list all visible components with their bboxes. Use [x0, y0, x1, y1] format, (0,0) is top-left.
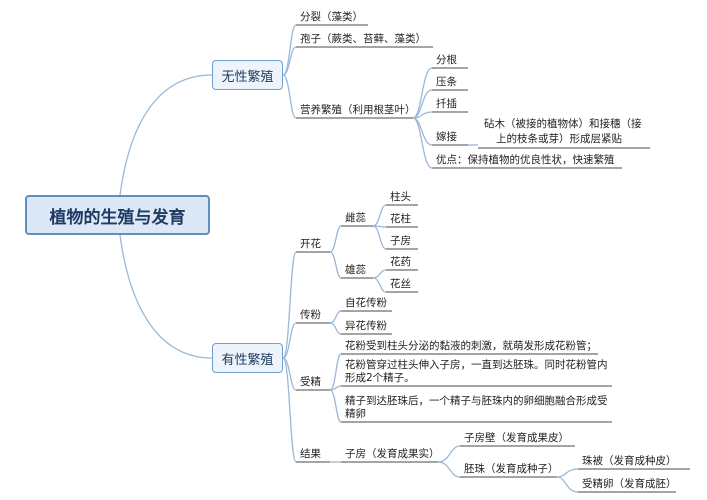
cross-pollination-node[interactable]: 异花传粉	[345, 320, 387, 332]
grafting-node[interactable]: 嫁接	[436, 131, 457, 143]
ovary-fruit-node[interactable]: 子房（发育成果实）	[345, 448, 440, 460]
advantage-node[interactable]: 优点：保持植物的优良性状，快速繁殖	[436, 154, 615, 166]
vegetative-node[interactable]: 营养繁殖（利用根茎叶）	[300, 104, 416, 116]
fission-node[interactable]: 分裂（藻类）	[300, 11, 363, 23]
fertilization-step3-line1[interactable]: 精子到达胚珠后，一个精子与胚珠内的卵细胞融合形成受	[345, 395, 608, 407]
sexual-reproduction-node[interactable]: 有性繁殖	[212, 343, 283, 373]
stigma-node[interactable]: 柱头	[390, 191, 411, 203]
root-node[interactable]: 植物的生殖与发育	[25, 195, 210, 235]
fertilization-node[interactable]: 受精	[300, 376, 321, 388]
pollination-node[interactable]: 传粉	[300, 309, 321, 321]
integument-node[interactable]: 珠被（发育成种皮）	[582, 455, 677, 467]
cutting-node[interactable]: 扦插	[436, 98, 457, 110]
asexual-reproduction-node[interactable]: 无性繁殖	[212, 60, 283, 90]
flowering-node[interactable]: 开花	[300, 238, 321, 250]
style-node[interactable]: 花柱	[390, 213, 411, 225]
pistil-node[interactable]: 雌蕊	[345, 212, 366, 224]
ovary-wall-node[interactable]: 子房壁（发育成果皮）	[464, 432, 569, 444]
fertilization-step2-line1[interactable]: 花粉管穿过柱头伸入子房，一直到达胚珠。同时花粉管内	[345, 359, 608, 371]
grafting-desc-line2: 上的枝条或芽）形成层紧贴	[496, 133, 622, 145]
zygote-node[interactable]: 受精卵（发育成胚）	[582, 478, 677, 490]
spore-node[interactable]: 孢子（蕨类、苔藓、藻类）	[300, 33, 426, 45]
filament-node[interactable]: 花丝	[390, 278, 411, 290]
self-pollination-node[interactable]: 自花传粉	[345, 297, 387, 309]
fertilization-step1[interactable]: 花粉受到柱头分泌的黏液的刺激，就萌发形成花粉管；	[345, 340, 597, 352]
fertilization-step2-line2: 形成2个精子。	[345, 372, 415, 384]
grafting-desc-line1: 砧木（被接的植物体）和接穗（接	[484, 118, 642, 130]
fruiting-node[interactable]: 结果	[300, 448, 321, 460]
anther-node[interactable]: 花药	[390, 256, 411, 268]
fertilization-step3-line2: 精卵	[345, 408, 366, 420]
layering-node[interactable]: 压条	[436, 76, 457, 88]
ovary-part-node[interactable]: 子房	[390, 235, 411, 247]
stamen-node[interactable]: 雄蕊	[345, 264, 366, 276]
division-node[interactable]: 分根	[436, 54, 457, 66]
ovule-node[interactable]: 胚珠（发育成种子）	[464, 463, 559, 475]
